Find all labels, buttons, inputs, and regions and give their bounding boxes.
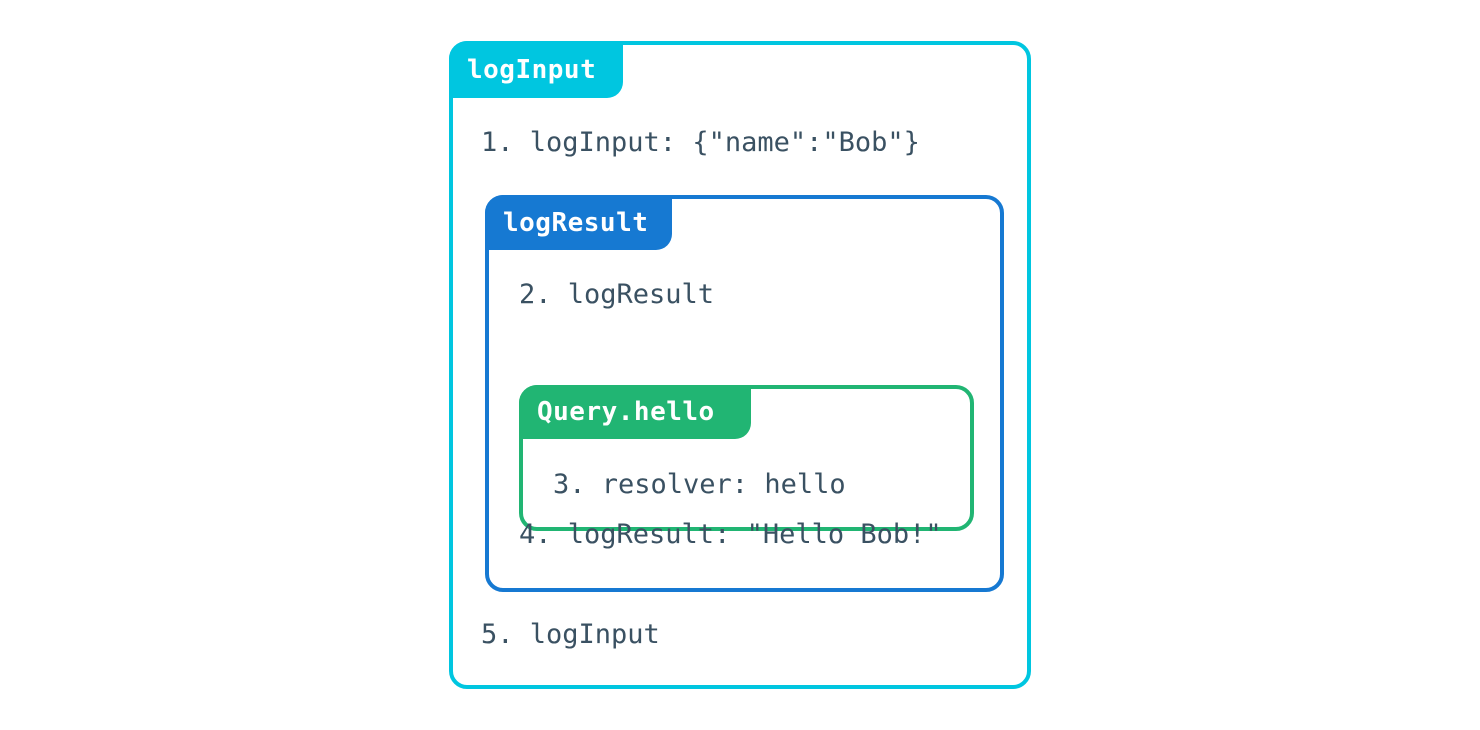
trace-line-2-log-result: 2. logResult (519, 279, 715, 310)
trace-line-1-log-input: 1. logInput: {"name":"Bob"} (481, 127, 920, 158)
trace-tab-log-result-label: logResult (503, 207, 649, 238)
trace-tab-query-hello-label: Query.hello (537, 397, 715, 427)
trace-tab-log-result[interactable]: logResult (485, 195, 672, 250)
trace-tab-log-input-label: logInput (467, 54, 597, 85)
trace-box-log-input: logInput 1. logInput: {"name":"Bob"} log… (449, 41, 1031, 689)
trace-box-query-hello: Query.hello 3. resolver: hello (519, 385, 974, 531)
trace-box-log-result: logResult 2. logResult Query.hello 3. re… (485, 195, 1004, 592)
trace-tab-query-hello[interactable]: Query.hello (519, 385, 751, 439)
trace-line-3-resolver-hello: 3. resolver: hello (553, 469, 846, 500)
trace-tab-log-input[interactable]: logInput (449, 41, 623, 98)
trace-line-4-log-result: 4. logResult: "Hello Bob!" (519, 519, 942, 550)
trace-line-5-log-input: 5. logInput (481, 619, 660, 650)
